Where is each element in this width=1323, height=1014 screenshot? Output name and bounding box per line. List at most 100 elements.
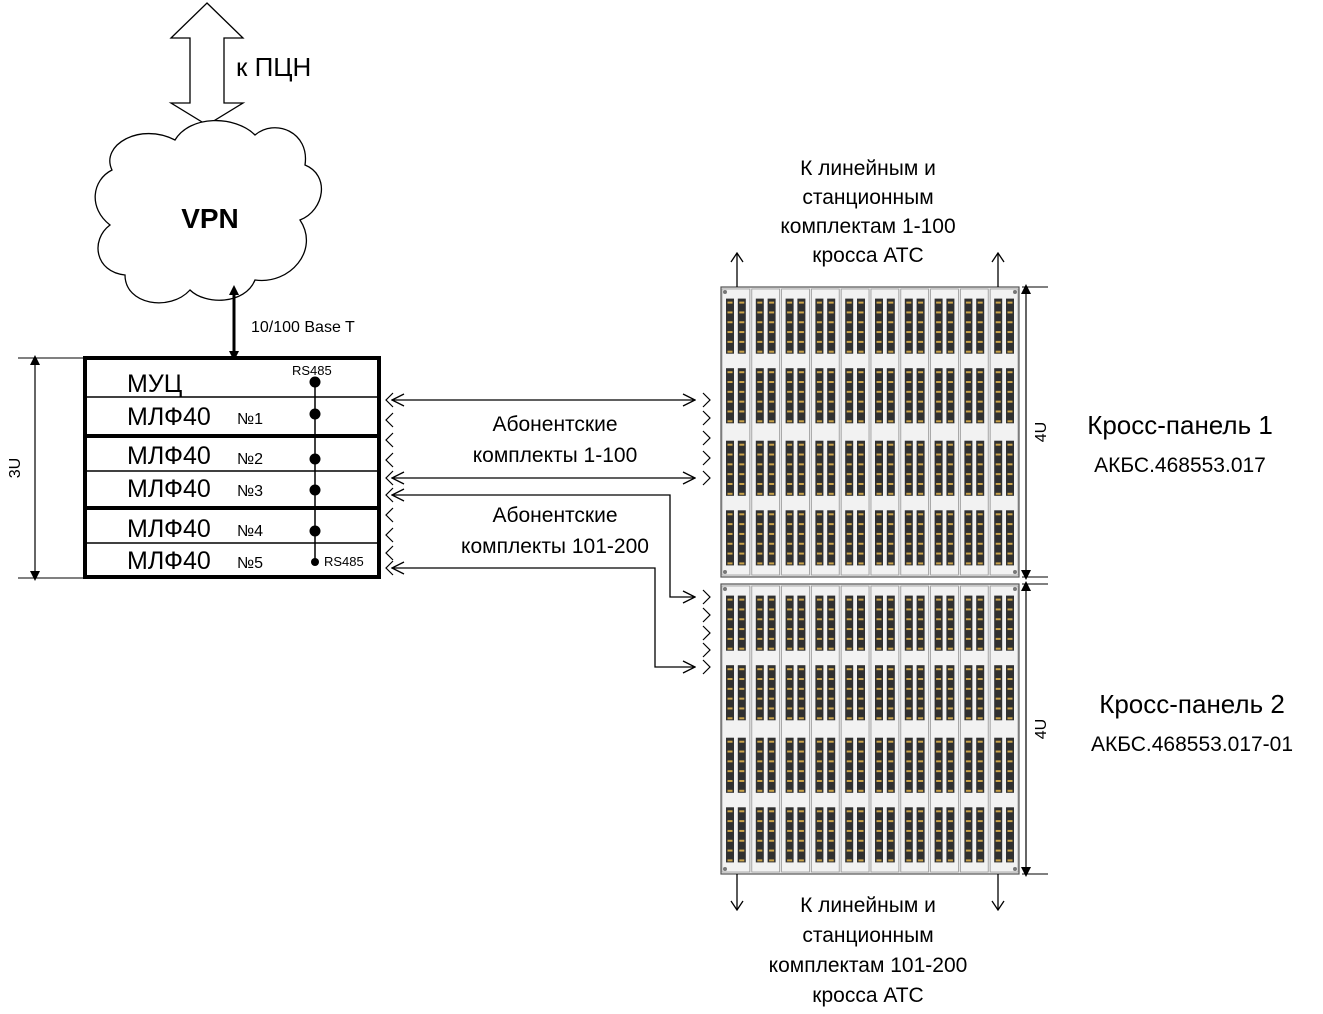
panel-2-port-block-9-1a	[964, 595, 973, 651]
panel-1-port-block-2-2b	[767, 368, 776, 424]
panel-1-screw-3	[723, 570, 727, 574]
module-2-number: №1	[237, 411, 263, 428]
module-3-number: №2	[237, 451, 263, 468]
module-5-number: №4	[237, 523, 263, 540]
panel-1-port-block-4-2b	[827, 368, 836, 424]
panel-1-port-block-8-3b	[946, 440, 955, 496]
panel-2-port-block-5-1a	[845, 595, 854, 651]
panel-2-connector-4	[702, 642, 711, 658]
panel-1-port-block-7-4a	[904, 510, 913, 566]
panel-2-port-block-2-4b	[767, 807, 776, 863]
module-2-name: МЛФ40	[127, 403, 211, 431]
panel-2-screw-4	[1013, 867, 1017, 871]
panel-1-port-block-5-4a	[845, 510, 854, 566]
panel-2-port-block-8-4b	[946, 807, 955, 863]
panel-2-port-block-1-3a	[726, 737, 734, 793]
panel-2-port-block-1-2b	[737, 665, 746, 721]
panel-2-port-block-3-1b	[797, 595, 806, 651]
panel-1-port-block-8-3a	[934, 440, 943, 496]
panel-2-port-block-7-1b	[916, 595, 925, 651]
panel-1-port-block-1-1b	[737, 298, 746, 354]
panel-1-height-dimension	[1021, 284, 1048, 580]
panel-1-port-block-5-2b	[857, 368, 865, 424]
panel-1-port-block-3-1a	[785, 298, 794, 354]
panel-1-port-block-2-3b	[767, 440, 776, 496]
sets-2-line-1: Абонентские	[492, 504, 617, 527]
panel-1-port-block-10-2a	[994, 368, 1003, 424]
top-note-line-3: комплектам 1-100	[780, 215, 955, 238]
panel-1-port-block-1-1a	[726, 298, 734, 354]
panel-1-port-block-1-3b	[737, 440, 746, 496]
panel-2-port-block-7-4b	[916, 807, 925, 863]
panel-1-screw-1	[723, 290, 727, 294]
panel-2-port-block-4-3a	[815, 737, 824, 793]
panel-2-port-block-4-4b	[827, 807, 836, 863]
panel-2-connector-3	[702, 625, 711, 641]
sets-1-line-2: комплекты 1-100	[473, 444, 638, 467]
panel-2-port-block-7-1a	[904, 595, 913, 651]
panel-1-connector-1	[702, 392, 711, 408]
rack-connector-10	[385, 560, 394, 576]
panel-1-port-block-8-1b	[946, 298, 955, 354]
panel-2-port-block-4-1b	[827, 595, 836, 651]
panel-2-port-block-2-2a	[755, 665, 764, 721]
panel-1-port-block-10-1b	[1006, 298, 1014, 354]
panel-1-port-block-7-3b	[916, 440, 925, 496]
module-4-number: №3	[237, 483, 263, 500]
panel-2-screw-2	[1013, 587, 1017, 591]
panel-1-port-block-5-3b	[857, 440, 865, 496]
panel-1-port-block-10-3a	[994, 440, 1003, 496]
panel-2-port-block-4-1a	[815, 595, 824, 651]
panel-2-port-block-6-1b	[886, 595, 895, 651]
vpn-label: VPN	[181, 203, 239, 234]
module-1-name: МУЦ	[127, 370, 183, 398]
panel-2-port-block-6-4b	[886, 807, 895, 863]
module-5-name: МЛФ40	[127, 515, 211, 543]
bottom-note-line-2: станционным	[802, 924, 933, 947]
panel-2-port-block-10-1b	[1006, 595, 1014, 651]
panel-1-port-block-2-4a	[755, 510, 764, 566]
panel-1-connector-4	[702, 450, 711, 466]
panel-2-code: АКБС.468553.017-01	[1091, 733, 1293, 756]
panel-1-port-block-10-4b	[1006, 510, 1014, 566]
panel-2-port-block-7-3a	[904, 737, 913, 793]
pcn-label: к ПЦН	[236, 52, 311, 82]
panel-1-port-block-6-2a	[875, 368, 883, 424]
panel-1-port-block-6-1a	[875, 298, 883, 354]
panel-1-port-block-9-1a	[964, 298, 973, 354]
panel-1-port-block-1-3a	[726, 440, 734, 496]
panel-2-port-block-3-3b	[797, 737, 806, 793]
panel-2-port-block-7-2b	[916, 665, 925, 721]
panel-2-port-block-9-4b	[976, 807, 985, 863]
panel-1-port-block-8-4b	[946, 510, 955, 566]
panel-2-port-block-6-4a	[875, 807, 883, 863]
panel-1-port-block-5-3a	[845, 440, 854, 496]
module-3-name: МЛФ40	[127, 442, 211, 470]
rack-chassis	[83, 356, 381, 579]
sets-1-line-1: Абонентские	[492, 413, 617, 436]
panel-2-port-block-3-4b	[797, 807, 806, 863]
rack-connector-8	[385, 527, 394, 543]
panel-2-port-block-9-3a	[964, 737, 973, 793]
panel-1-port-block-4-1b	[827, 298, 836, 354]
rack-connector-1	[385, 392, 394, 408]
panel-1-port-block-4-3b	[827, 440, 836, 496]
panel-1-port-block-5-1b	[857, 298, 865, 354]
bottom-note-line-1: К линейным и	[800, 894, 936, 917]
panel-2-port-block-4-2b	[827, 665, 836, 721]
panel-1-port-block-7-4b	[916, 510, 925, 566]
panel-2-name: Кросс-панель 2	[1099, 689, 1285, 719]
panel-2-port-block-2-1b	[767, 595, 776, 651]
panel-1-port-block-7-2b	[916, 368, 925, 424]
panel-2-port-block-7-2a	[904, 665, 913, 721]
panel-1-port-block-5-1a	[845, 298, 854, 354]
panel-1-port-block-10-1a	[994, 298, 1003, 354]
panel-2-port-block-2-3a	[755, 737, 764, 793]
panel-1-port-block-6-4b	[886, 510, 895, 566]
panel-1-port-block-7-1b	[916, 298, 925, 354]
panel-2-screw-1	[723, 587, 727, 591]
panel-1-port-block-9-2b	[976, 368, 985, 424]
vpn-cloud	[94, 119, 322, 304]
link-label: 10/100 Base T	[251, 319, 355, 336]
